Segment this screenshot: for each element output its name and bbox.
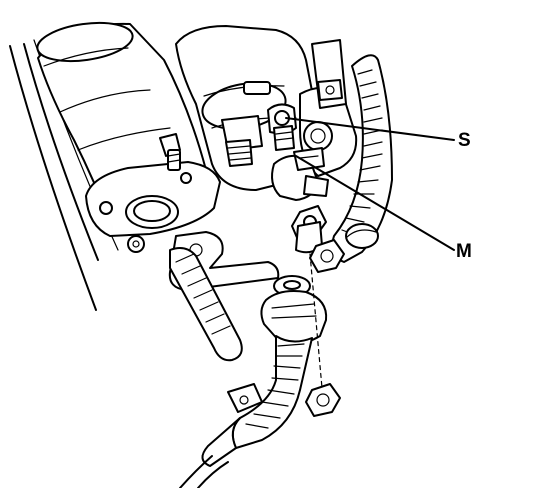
alignment-line (309, 253, 323, 389)
flange-nut-lower (305, 383, 341, 417)
wire-harness (331, 54, 393, 263)
terminal-m (271, 147, 329, 201)
battery-cable-lower-left (169, 247, 243, 362)
terminal-b-nut (291, 205, 327, 254)
leader-lines (285, 117, 455, 251)
terminal-s (221, 103, 297, 167)
callout-m-label: M (456, 241, 472, 262)
callout-s-label: S (458, 130, 471, 151)
starter-motor (36, 21, 221, 253)
battery-cable (179, 275, 328, 488)
